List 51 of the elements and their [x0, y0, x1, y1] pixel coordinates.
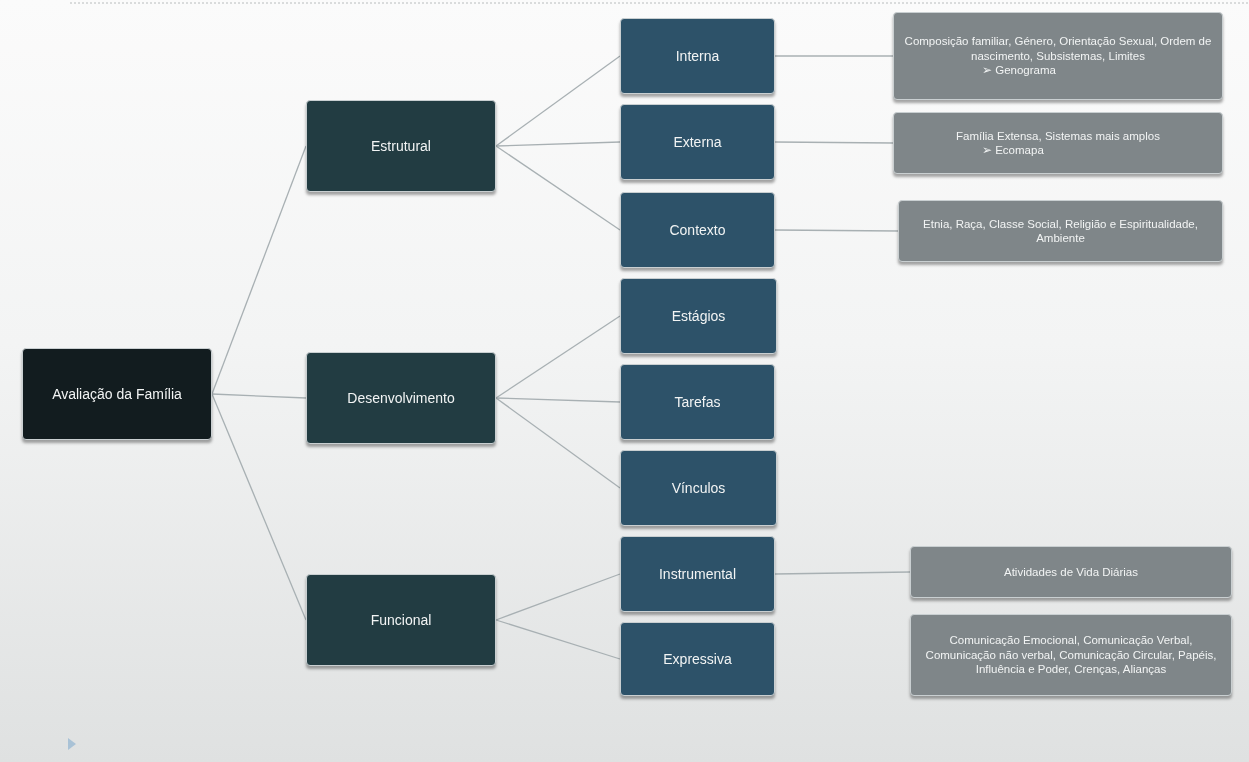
connector-line: [495, 397, 621, 489]
node-label: Tarefas: [674, 394, 721, 410]
subcategory-box: [620, 192, 775, 268]
node-label: Composição familiar, Género, Orientação Sexual, Ordem de nascimento, Subsistemas, Limites: [903, 34, 1213, 64]
connector-line: [495, 315, 621, 399]
subcategory-box: [620, 18, 775, 94]
node-label: Funcional: [370, 612, 432, 628]
category-box: [306, 100, 496, 192]
subcategory-box: [620, 364, 775, 440]
node-label: Vínculos: [671, 480, 726, 496]
detail-box: [898, 200, 1223, 262]
subcategory-box: [620, 450, 777, 526]
connector-line: [495, 145, 621, 231]
subcategory-box: [620, 104, 775, 180]
subcategory-box: [620, 622, 775, 696]
node-label: Expressiva: [663, 651, 732, 667]
node-label: Contexto: [669, 222, 726, 238]
node-label: Estrutural: [371, 138, 431, 154]
node-label: Etnia, Raça, Classe Social, Religião e Espiritualidade, Ambiente: [922, 216, 1199, 246]
detail-box: [893, 12, 1223, 100]
node-label: Atividades de Vida Diárias: [1004, 564, 1138, 580]
node-label: Externa: [673, 134, 722, 150]
category-box: [306, 574, 496, 666]
node-label: Família Extensa, Sistemas mais amplos: [956, 128, 1160, 143]
connector-line: [495, 573, 621, 621]
connector-line: [211, 393, 307, 621]
connector-line: [211, 145, 307, 395]
node-label: Avaliação da Família: [52, 386, 182, 402]
connector-line: [495, 141, 621, 147]
node-label: Instrumental: [658, 566, 736, 582]
root-box: [22, 348, 212, 440]
node-label: Desenvolvimento: [347, 390, 455, 406]
connector-line: [774, 55, 894, 57]
connector-line: [774, 141, 894, 144]
connector-line: [774, 229, 899, 232]
subcategory-box: [620, 536, 775, 612]
connector-line: [495, 397, 621, 403]
category-box: [306, 352, 496, 444]
node-label: ➢ Ecomapa: [982, 143, 1044, 158]
detail-box: [910, 546, 1232, 598]
node-label: Comunicação Emocional, Comunicação Verbal, Comunicação não verbal, Comunicação Circular, Papéis, Influência e Poder, Crenças, Alianças: [924, 633, 1218, 677]
detail-box: [893, 112, 1223, 174]
detail-box: [910, 614, 1232, 696]
subcategory-box: [620, 278, 777, 354]
connector-line: [495, 619, 621, 660]
connector-line: [495, 55, 621, 147]
node-label: Estágios: [671, 308, 726, 324]
connector-line: [774, 571, 911, 575]
node-label: ➢ Genograma: [982, 63, 1056, 78]
node-label: Interna: [675, 48, 720, 64]
connector-line: [211, 393, 307, 399]
